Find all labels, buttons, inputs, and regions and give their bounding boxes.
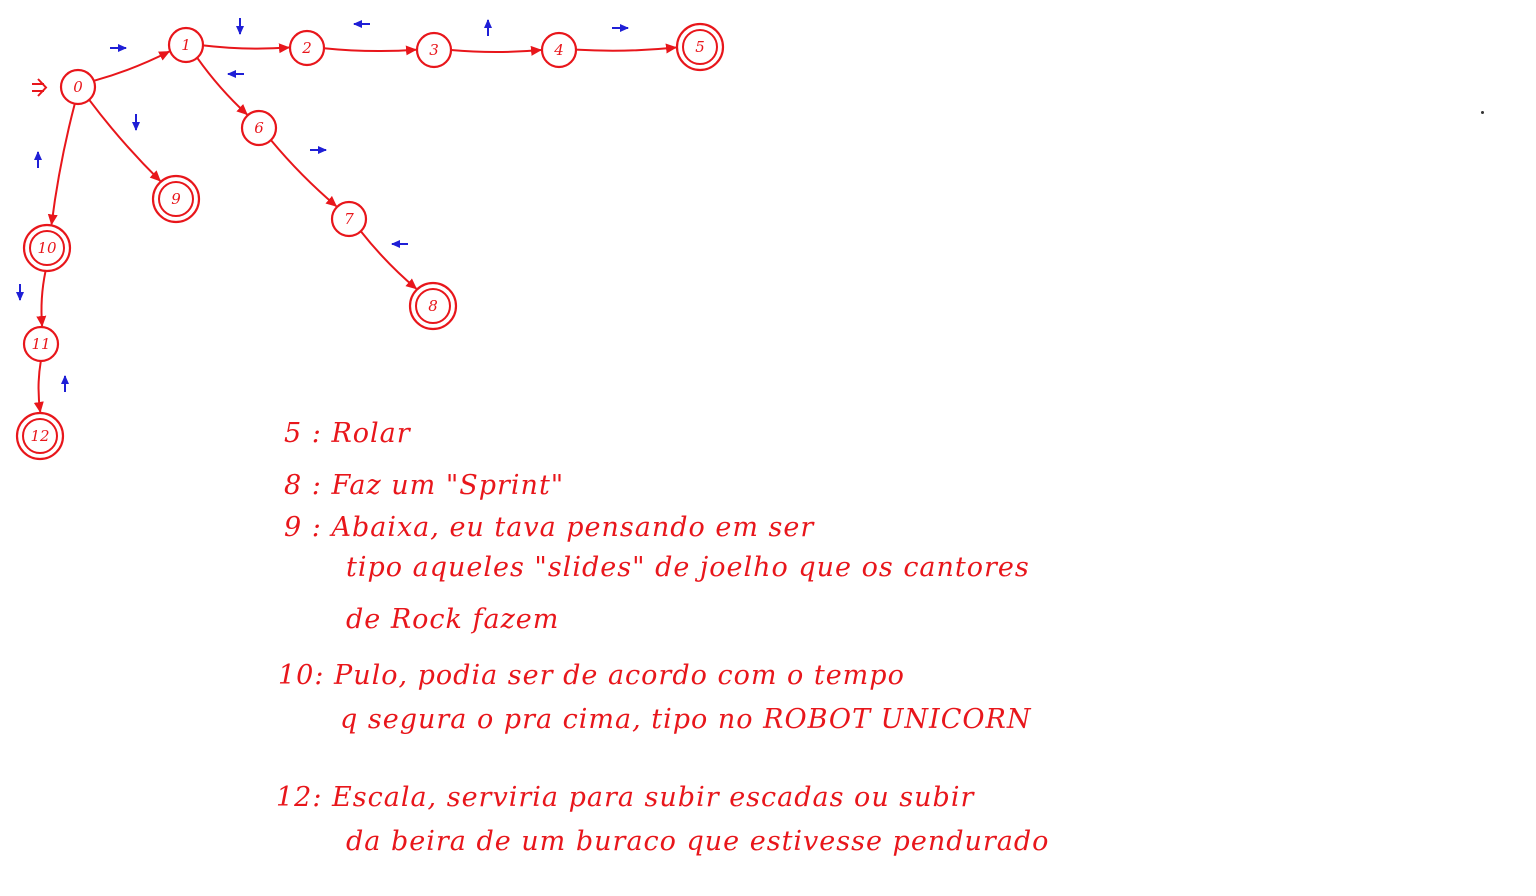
transition-s0-s1 [93, 50, 171, 82]
note-9-line-3: de Rock fazem [346, 604, 560, 635]
state-label: 9 [171, 190, 181, 208]
transition-s1-s6 [196, 57, 248, 116]
transition-s7-s8 [360, 230, 418, 290]
transition-s3-s4 [450, 45, 542, 56]
state-circle [22, 325, 60, 363]
state-circle [415, 31, 453, 69]
note-10-line-2: q segura o pra cima, tipo no ROBOT UNICO… [340, 704, 1032, 735]
state-4: 4 [540, 31, 578, 69]
state-1: 1 [167, 26, 205, 64]
state-label: 4 [553, 41, 564, 59]
note-12-line-1: 12: Escala, serviria para subir escadas … [276, 782, 975, 813]
state-label: 6 [254, 119, 264, 137]
state-label: 8 [428, 297, 438, 315]
state-7: 7 [330, 200, 368, 238]
state-6: 6 [240, 109, 278, 147]
state-circle [22, 418, 58, 454]
note-9-line-2: tipo aqueles "slides" de joelho que os c… [346, 552, 1030, 583]
transition-s10-s11 [36, 270, 47, 328]
state-label: 10 [37, 239, 57, 257]
note-8: 8 : Faz um "Sprint" [284, 470, 565, 501]
transition-s4-s5 [575, 43, 677, 54]
state-label: 12 [30, 427, 49, 445]
state-label: 7 [344, 210, 354, 228]
state-label: 0 [73, 78, 83, 96]
note-10-line-1: 10: Pulo, podia ser de acordo com o temp… [278, 660, 905, 691]
note-12-line-2: da beira de um buraco que estivesse pend… [346, 826, 1050, 857]
state-circle [240, 109, 278, 147]
state-label: 11 [31, 335, 50, 353]
transition-s6-s7 [270, 139, 338, 207]
state-circle [330, 200, 368, 238]
note-5: 5 : Rolar [284, 418, 411, 449]
state-label: 1 [181, 36, 191, 54]
input-direction-arrows [16, 18, 629, 392]
state-label: 5 [695, 38, 705, 56]
state-circle [540, 31, 578, 69]
state-circle [59, 68, 97, 106]
state-circle [29, 230, 65, 266]
transitions [33, 43, 677, 413]
state-circle [288, 29, 326, 67]
state-11: 11 [22, 325, 60, 363]
state-circle [158, 181, 194, 217]
state-9: 9 [151, 174, 201, 224]
transition-s11-s12 [33, 360, 44, 413]
stray-dot [1481, 111, 1484, 114]
state-3: 3 [415, 31, 453, 69]
transition-s0-s10 [47, 103, 76, 226]
transition-s1-s2 [202, 43, 291, 54]
transition-s2-s3 [323, 45, 417, 56]
state-10: 10 [22, 223, 72, 273]
transition-s0-s9 [88, 99, 161, 182]
start-arrow [32, 78, 48, 97]
state-8: 8 [408, 281, 458, 331]
note-9-line-1: 9 : Abaixa, eu tava pensando em ser [284, 512, 815, 543]
state-2: 2 [288, 29, 326, 67]
state-12: 12 [15, 411, 65, 461]
state-label: 2 [301, 39, 312, 57]
state-circle [167, 26, 205, 64]
state-circle [415, 288, 451, 324]
state-label: 3 [429, 41, 439, 59]
state-circle [682, 29, 718, 65]
state-0: 0 [59, 68, 97, 106]
state-5: 5 [675, 22, 725, 72]
